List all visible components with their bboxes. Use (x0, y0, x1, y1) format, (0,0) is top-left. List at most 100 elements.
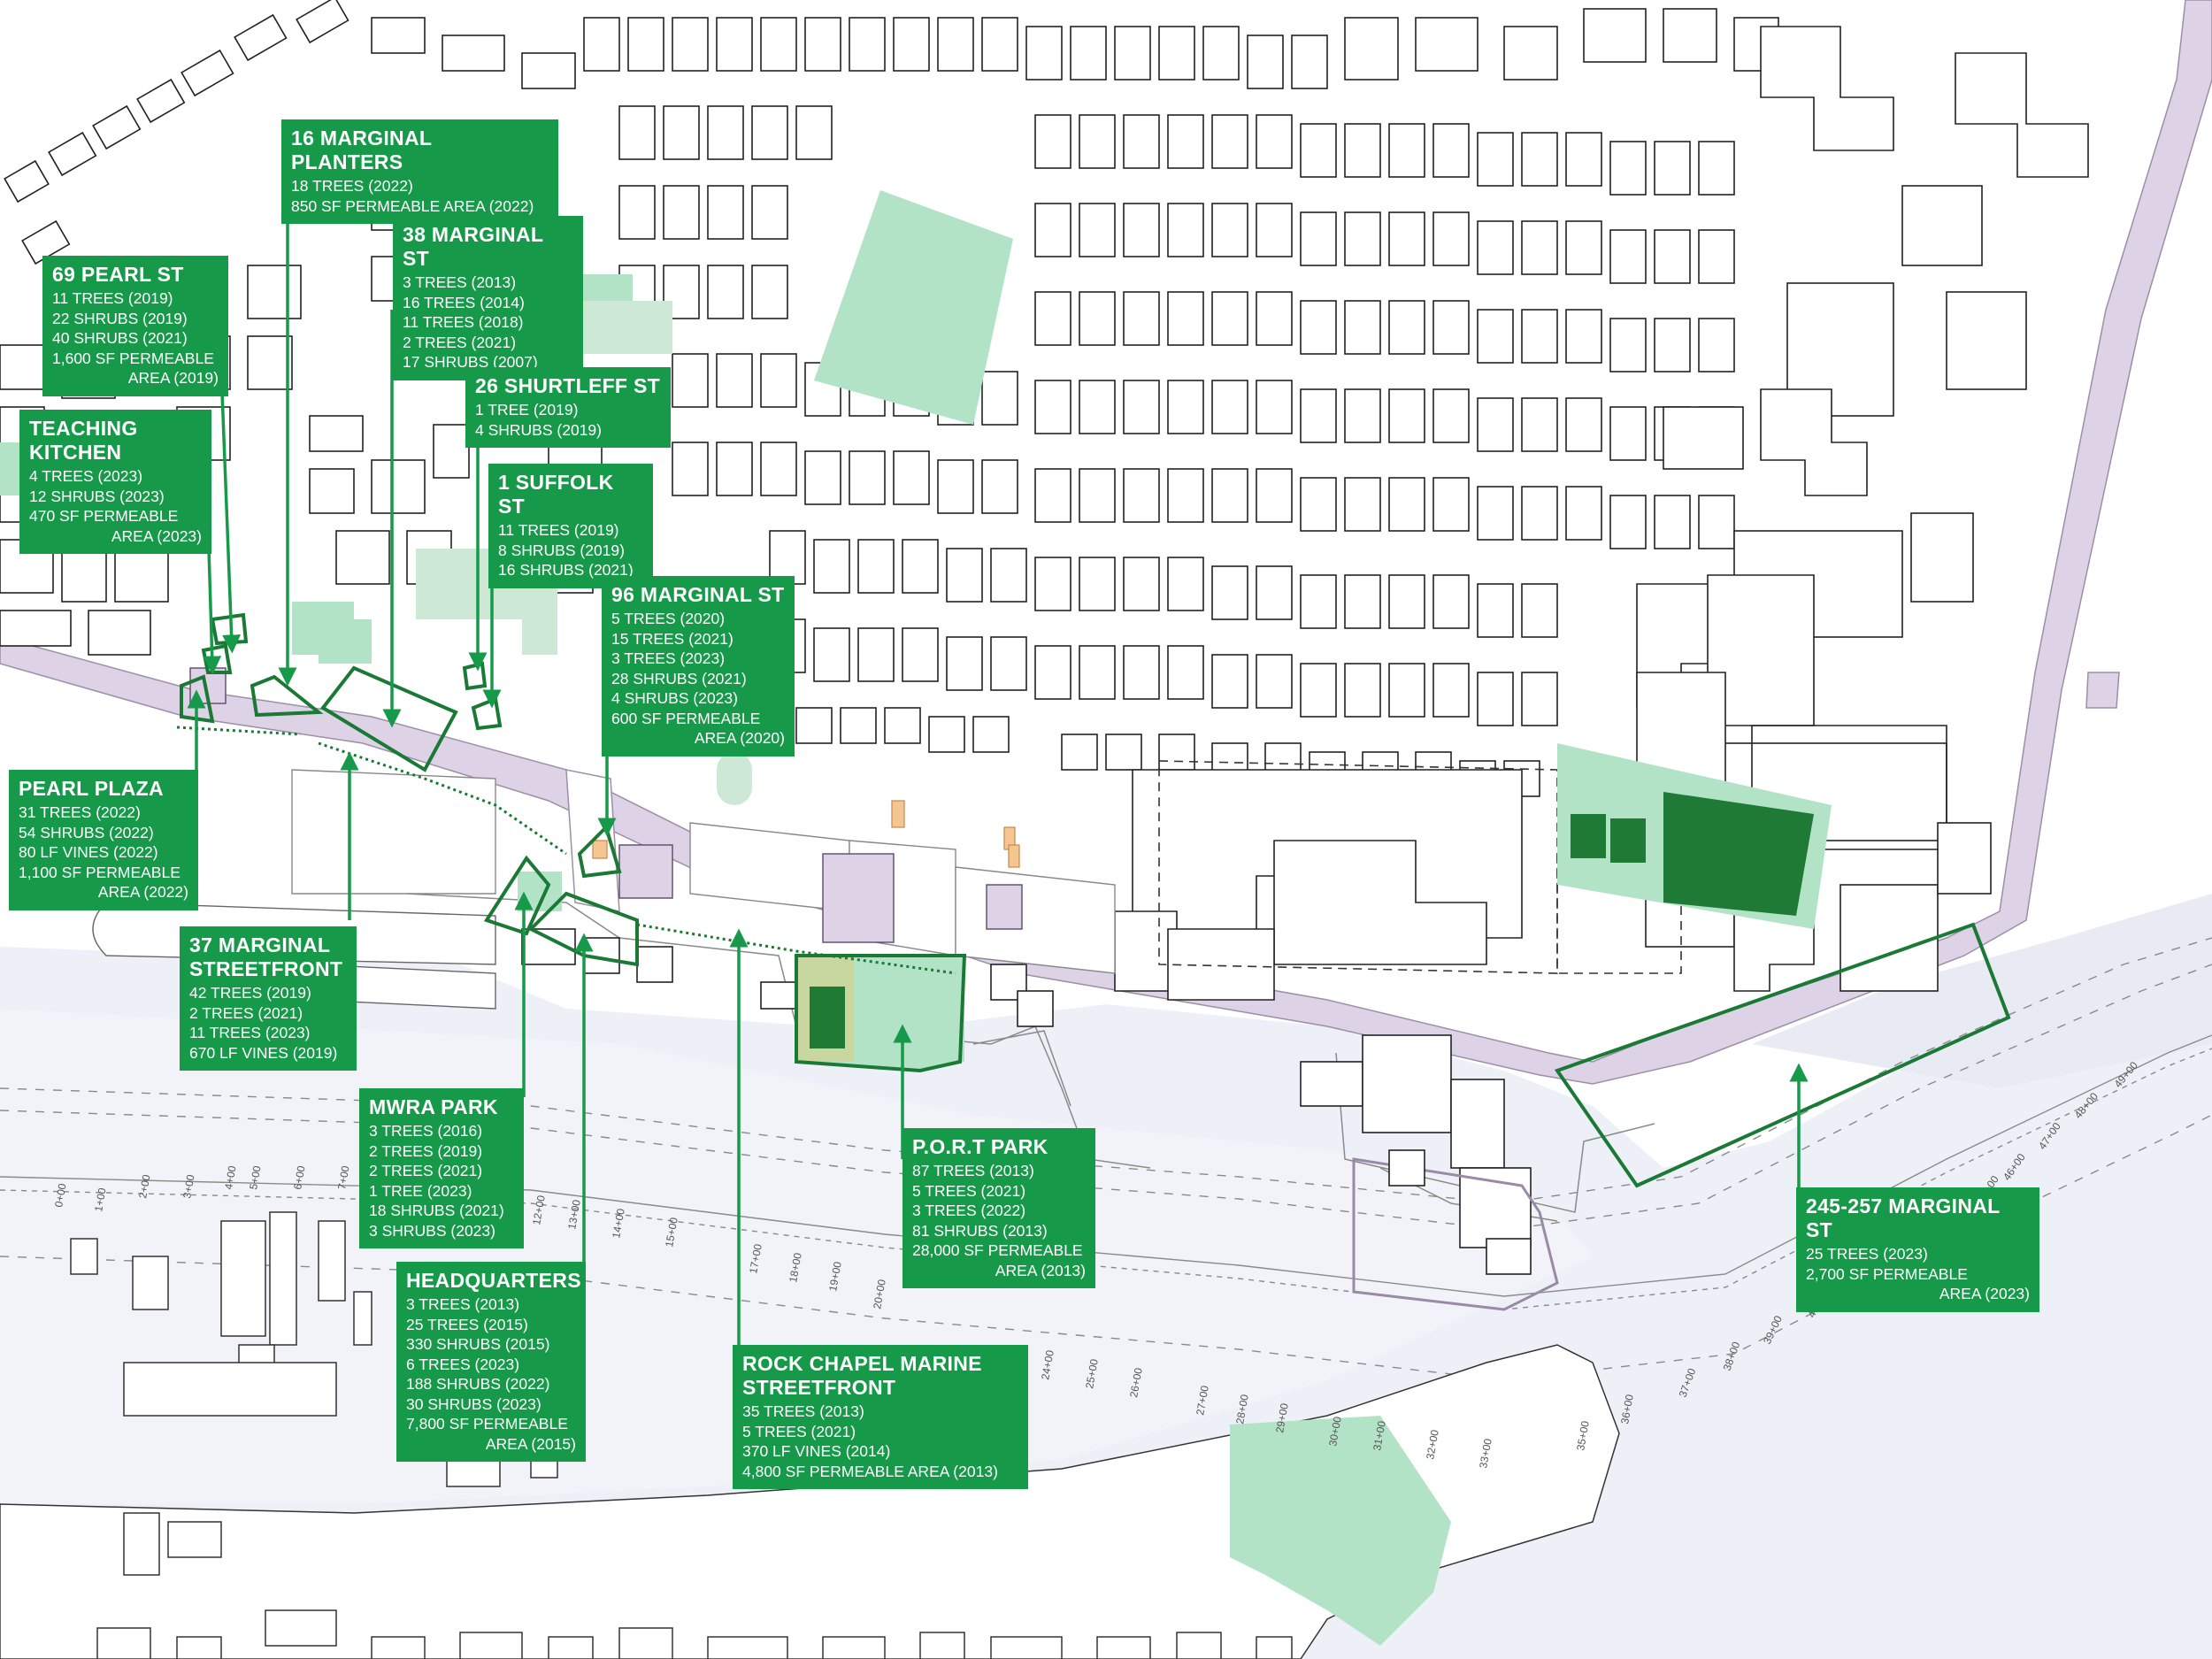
callout-line: 330 SHRUBS (2015) (406, 1335, 550, 1353)
station-label: 19+00 (826, 1261, 844, 1293)
callout-line: AREA (2019) (127, 369, 219, 387)
callout-line: 3 TREES (2022) (912, 1202, 1026, 1219)
callout-line: 4 TREES (2023) (29, 467, 143, 485)
outline-pearl-plaza (180, 674, 215, 724)
callout-line: 16 TREES (2014) (403, 293, 525, 311)
callout-line: 54 SHRUBS (2022) (19, 823, 154, 841)
callout-16-marginal-planters: 16 MARGINAL PLANTERS 18 TREES (2022) 850… (281, 119, 558, 224)
purple-parcels (189, 667, 1023, 943)
callout-title: MWRA PARK (369, 1095, 498, 1118)
callout-line: 17 SHRUBS (2007) (403, 353, 538, 371)
callout-26-shurtleff-st: 26 SHURTLEFF ST 1 TREE (2019) 4 SHRUBS (… (465, 367, 671, 448)
callout-37-marginal-streetfront: 37 MARGINAL STREETFRONT 42 TREES (2019) … (180, 926, 357, 1071)
green-spaces (0, 190, 1832, 1071)
callout-line: 7,800 SF PERMEABLE (406, 1415, 568, 1432)
south-terminal (0, 1344, 1620, 1659)
callout-1-suffolk-st: 1 SUFFOLK ST 11 TREES (2019) 8 SHRUBS (2… (488, 464, 653, 588)
outline-26-shurtleff (462, 661, 488, 691)
callout-line: 188 SHRUBS (2022) (406, 1375, 550, 1393)
callout-line: 30 SHRUBS (2023) (406, 1394, 541, 1413)
station-label: 29+00 (1273, 1402, 1291, 1434)
callout-line: AREA (2023) (1939, 1285, 2030, 1302)
callout-line: AREA (2020) (694, 729, 785, 747)
callout-title: HEADQUARTERS (406, 1269, 581, 1292)
station-label: 2+00 (136, 1173, 153, 1199)
callout-line: 4,800 SF PERMEABLE AREA (2013) (742, 1462, 998, 1480)
callout-38-marginal-st: 38 MARGINAL ST 3 TREES (2013) 16 TREES (… (393, 216, 583, 380)
station-label: 17+00 (747, 1243, 764, 1275)
callout-title: 38 MARGINAL ST (403, 223, 543, 270)
station-label: 30+00 (1326, 1416, 1344, 1448)
callout-line: 5 TREES (2021) (742, 1422, 856, 1440)
callout-line: 8 SHRUBS (2019) (498, 541, 625, 559)
callout-line: 28,000 SF PERMEABLE (912, 1241, 1083, 1259)
callout-line: 370 LF VINES (2014) (742, 1442, 891, 1460)
callout-line: 3 TREES (2013) (403, 273, 517, 291)
callout-line: 1 TREE (2019) (475, 401, 579, 419)
callout-line: 11 TREES (2019) (498, 521, 619, 539)
outline-1-suffolk (471, 696, 503, 731)
callout-line: 31 TREES (2022) (19, 803, 141, 821)
callout-line: 11 TREES (2018) (403, 313, 524, 331)
callout-line: AREA (2013) (995, 1261, 1086, 1279)
callout-line: 11 TREES (2019) (52, 289, 173, 307)
callout-line: 87 TREES (2013) (912, 1162, 1034, 1179)
station-label: 12+00 (530, 1194, 548, 1226)
callout-line: 6 TREES (2023) (406, 1355, 520, 1373)
callout-title: 69 PEARL ST (52, 263, 184, 286)
station-label: 6+00 (291, 1164, 308, 1190)
station-label: 28+00 (1233, 1394, 1251, 1425)
station-label: 4+00 (222, 1164, 239, 1190)
callout-title: TEACHING KITCHEN (29, 417, 138, 464)
callout-teaching-kitchen: TEACHING KITCHEN 4 TREES (2023) 12 SHRUB… (19, 410, 211, 554)
callout-line: 3 TREES (2023) (611, 649, 726, 667)
callout-line: 40 SHRUBS (2021) (52, 329, 188, 347)
callout-line: 35 TREES (2013) (742, 1402, 864, 1420)
outline-16-marginal (250, 674, 324, 718)
callout-line: 2 TREES (2021) (189, 1003, 303, 1022)
callout-pearl-plaza: PEARL PLAZA 31 TREES (2022) 54 SHRUBS (2… (9, 770, 198, 910)
callout-line: 850 SF PERMEABLE AREA (2022) (291, 196, 534, 215)
callout-line: 600 SF PERMEABLE (611, 709, 761, 727)
callout-title: 1 SUFFOLK ST (498, 471, 614, 518)
station-label: 25+00 (1083, 1358, 1101, 1390)
callout-line: 80 LF VINES (2022) (19, 843, 158, 861)
outline-96-marginal (577, 824, 622, 879)
station-label: 1+00 (92, 1187, 109, 1212)
callout-line: 2,700 SF PERMEABLE (1806, 1264, 1968, 1283)
callout-line: 3 SHRUBS (2023) (369, 1221, 495, 1240)
callout-line: 2 TREES (2021) (369, 1162, 483, 1179)
callout-line: 81 SHRUBS (2013) (912, 1221, 1048, 1240)
callout-line: 1 TREE (2023) (369, 1181, 472, 1200)
callout-line: 28 SHRUBS (2021) (611, 669, 747, 687)
station-label: 26+00 (1127, 1367, 1145, 1399)
callout-line: 4 SHRUBS (2023) (611, 689, 738, 707)
callout-line: 1,600 SF PERMEABLE (52, 349, 214, 367)
callout-line: 16 SHRUBS (2021) (498, 561, 634, 579)
callout-line: 22 SHRUBS (2019) (52, 309, 188, 327)
callout-title: 245-257 MARGINAL ST (1806, 1194, 2001, 1241)
upper-water (1752, 894, 2212, 1088)
callout-line: 5 TREES (2021) (912, 1181, 1026, 1200)
outline-mwra-park (483, 855, 551, 936)
station-label: 27+00 (1194, 1385, 1211, 1417)
callout-line: 25 TREES (2015) (406, 1315, 528, 1333)
callout-line: 1,100 SF PERMEABLE (19, 863, 180, 881)
outline-38-marginal (320, 665, 458, 772)
station-label: 32+00 (1424, 1429, 1441, 1461)
outline-69-pearl (210, 612, 249, 646)
callout-line: 670 LF VINES (2019) (189, 1043, 338, 1062)
station-label: 36+00 (1618, 1394, 1636, 1425)
callout-line: AREA (2022) (97, 883, 188, 901)
callout-title: 16 MARGINAL PLANTERS (291, 127, 432, 173)
callout-line: 3 TREES (2013) (406, 1295, 520, 1313)
station-label: 13+00 (565, 1199, 583, 1231)
callout-title: 26 SHURTLEFF ST (475, 374, 660, 397)
callout-line: 25 TREES (2023) (1806, 1245, 1928, 1263)
station-label: 15+00 (663, 1217, 680, 1248)
callout-line: 12 SHRUBS (2023) (29, 487, 165, 505)
orange-lots (592, 800, 1020, 868)
shore-park (1230, 1416, 1451, 1646)
station-label: 14+00 (610, 1208, 627, 1240)
